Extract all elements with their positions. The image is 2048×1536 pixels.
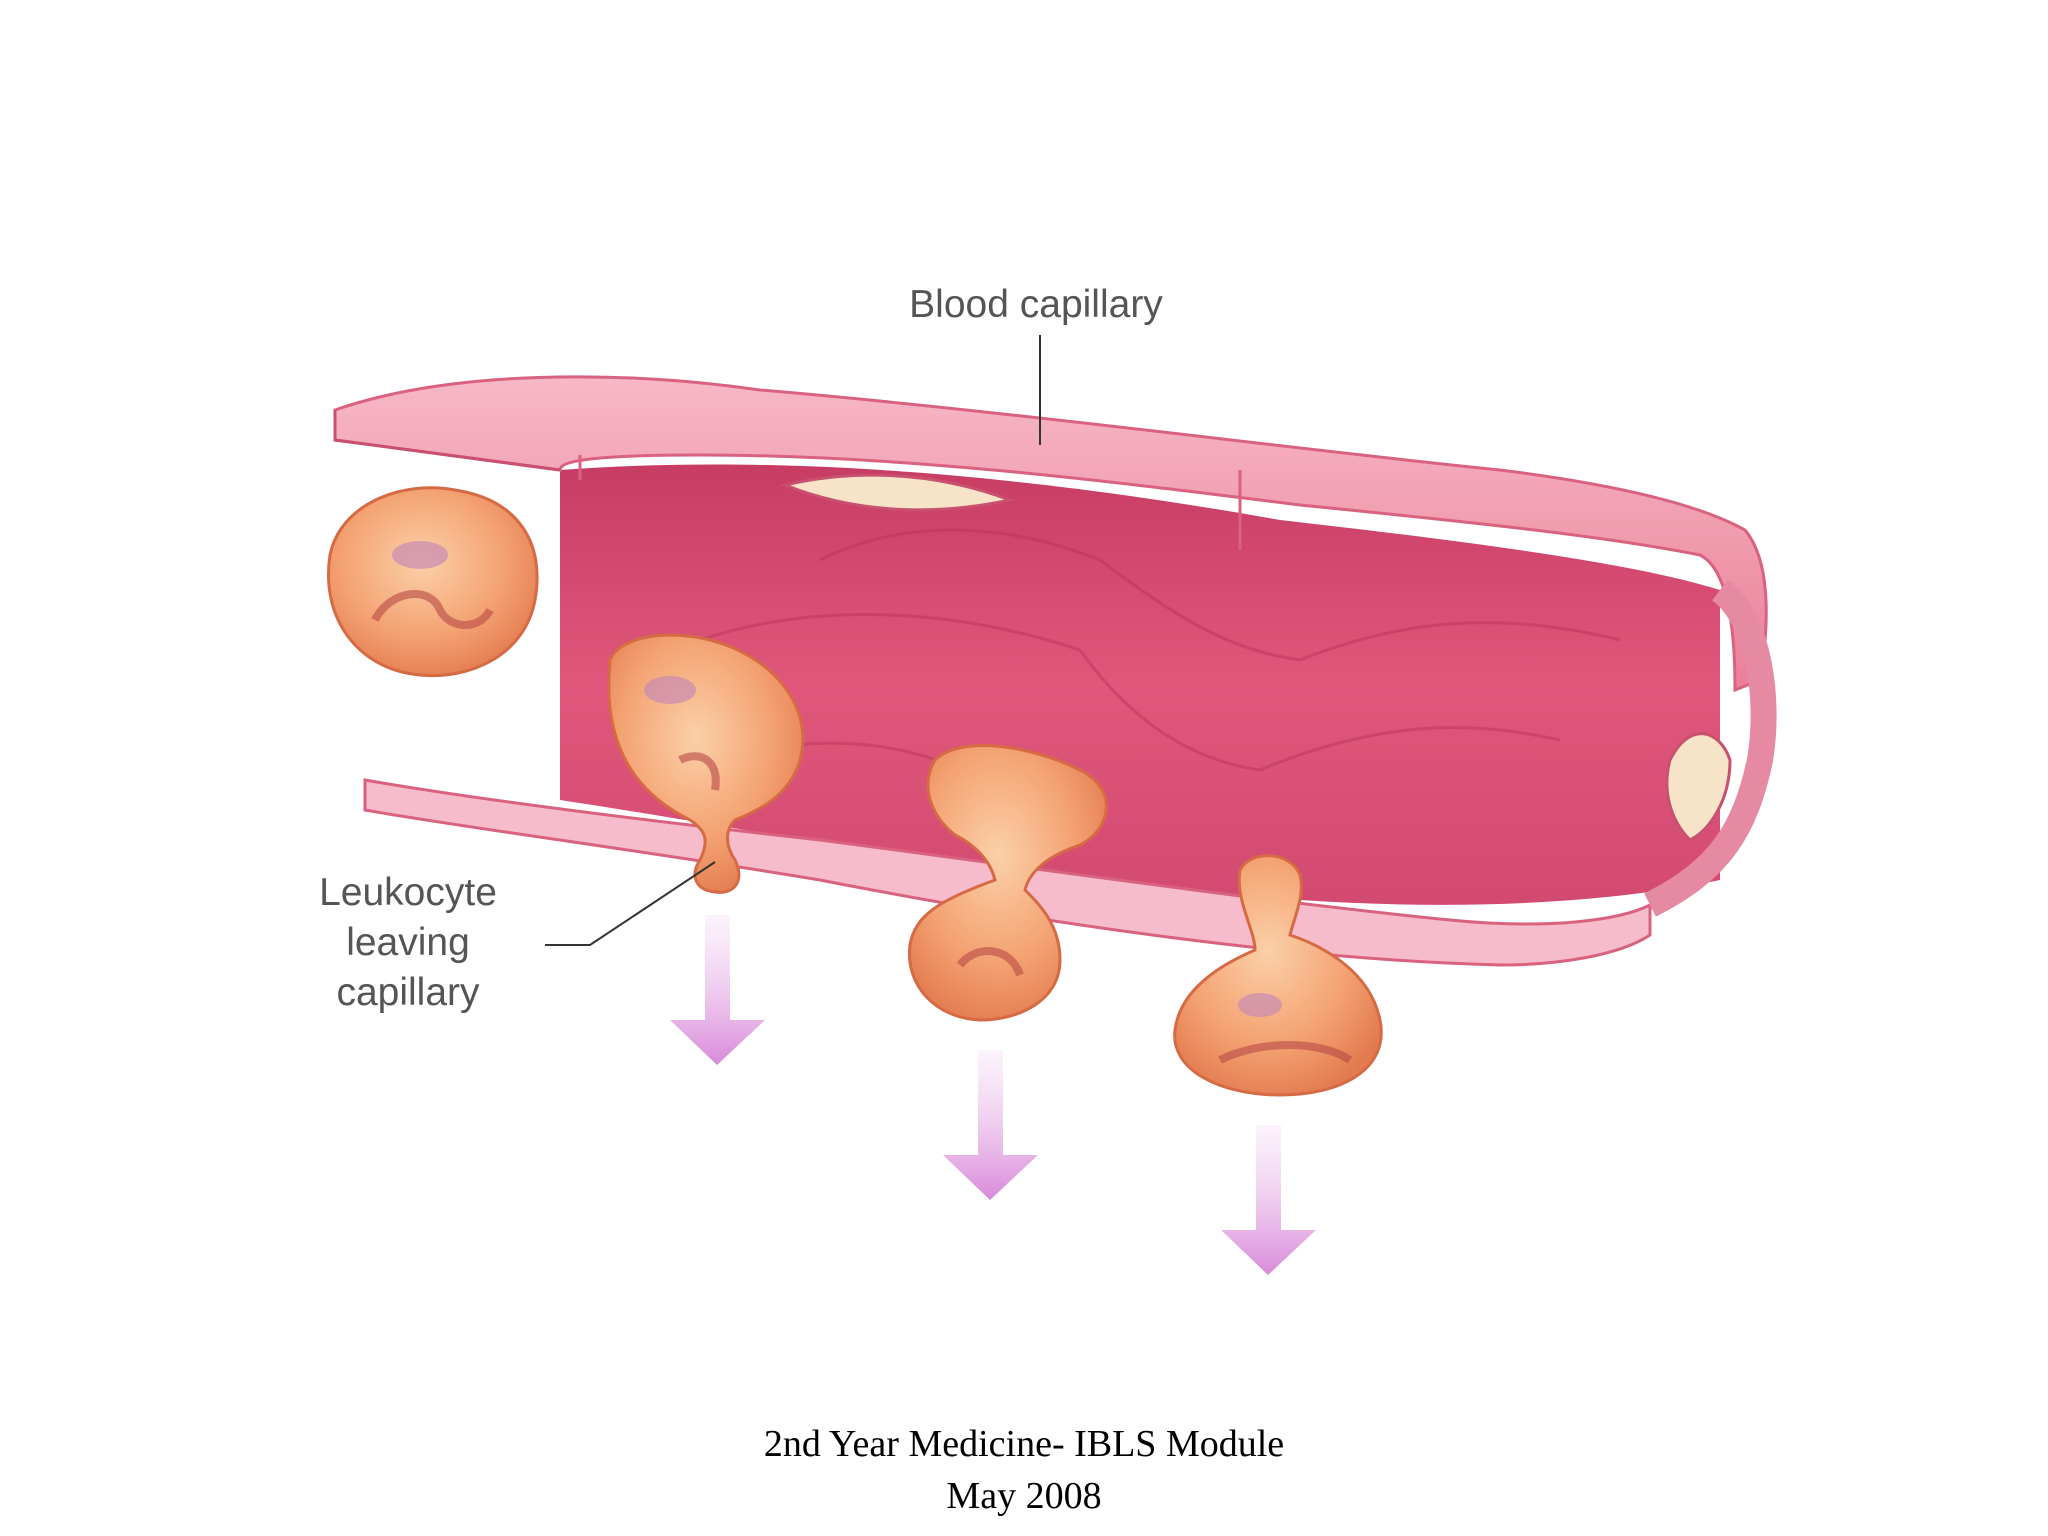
leukocyte-emigrating-1 (607, 633, 805, 894)
leukocyte-emigrating-2 (907, 744, 1108, 1022)
label-leukocyte-line3: capillary (336, 971, 480, 1014)
footer-date: May 2008 (946, 1475, 1102, 1517)
label-leukocyte-line2: leaving (346, 921, 470, 964)
migration-arrow-2 (943, 1050, 1038, 1200)
leukocyte-leader-line (545, 861, 716, 946)
label-leukocyte-line1: Leukocyte (319, 871, 497, 914)
migration-arrow-3 (1221, 1125, 1316, 1275)
footer-module-title: 2nd Year Medicine- IBLS Module (763, 1423, 1285, 1465)
leukocyte-free (327, 486, 539, 678)
leukocyte-emigrating-3 (1173, 854, 1383, 1097)
label-blood-capillary: Blood capillary (909, 283, 1163, 326)
migration-arrow-1 (670, 915, 765, 1065)
capillary-lumen (560, 464, 1720, 905)
